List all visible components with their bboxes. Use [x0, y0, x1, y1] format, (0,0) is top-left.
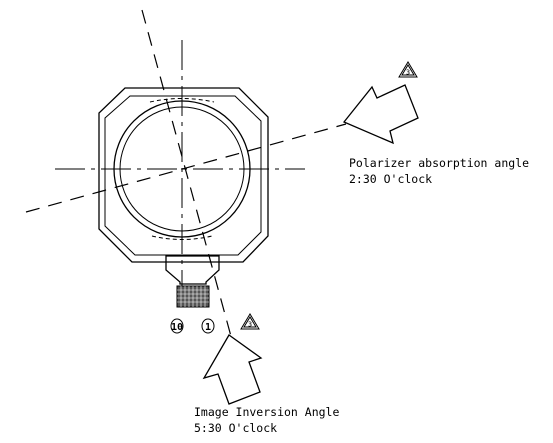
housing-inner-outline — [104, 95, 262, 256]
revision-mark-2: 3 — [248, 321, 252, 329]
polarizer-clock: 2:30 O'clock — [349, 172, 432, 186]
pin-label-left-circle — [170, 318, 184, 334]
inversion-label: Image Inversion Angle — [194, 405, 339, 419]
polarizer-label: Polarizer absorption angle — [349, 156, 529, 170]
inversion-arrow-icon — [202, 334, 263, 405]
revision-triangle-inner-1 — [401, 64, 415, 76]
revision-triangle-inner-2 — [243, 316, 257, 328]
inversion-axis-line — [141, 9, 233, 341]
revision-mark-1: 3 — [406, 69, 410, 77]
polarizer-axis-line — [25, 123, 347, 213]
polarizer-arrow-icon — [342, 84, 419, 145]
pin-label-right-circle — [201, 318, 215, 334]
top-dashed-arc — [149, 98, 215, 103]
revision-triangle-icon-1 — [398, 61, 418, 78]
inversion-clock: 5:30 O'clock — [194, 421, 277, 435]
pin-label-right: 1 — [205, 322, 211, 333]
connector-pin-grid — [177, 286, 209, 307]
connector-tab — [165, 255, 220, 285]
revision-triangle-icon-2 — [240, 313, 260, 330]
housing-outer-outline — [98, 87, 269, 263]
pin-label-left: 10 — [171, 322, 183, 333]
